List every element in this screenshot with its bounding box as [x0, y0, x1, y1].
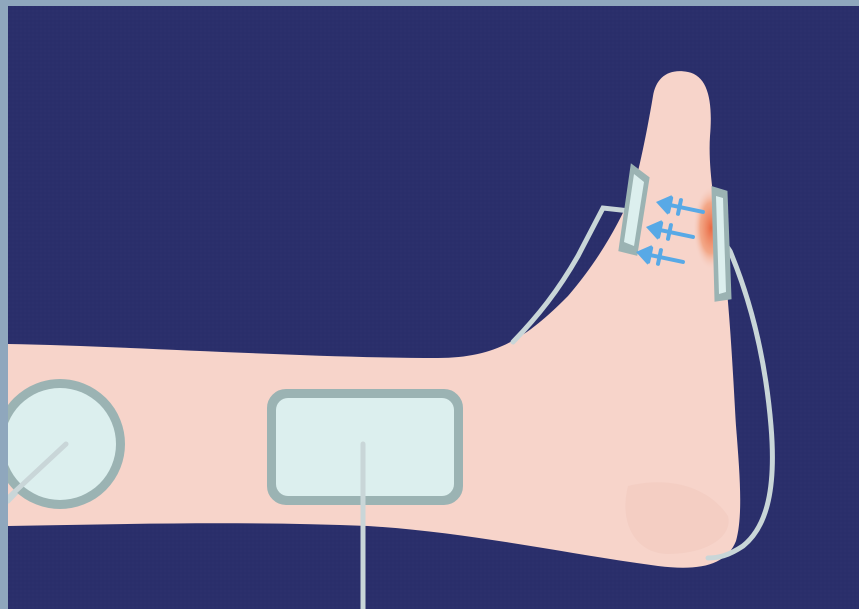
toe-electrode-pad-bottom	[713, 188, 730, 300]
illustration-panel	[8, 6, 859, 609]
tens-foot-illustration	[8, 6, 859, 609]
round-electrode-pad	[8, 382, 122, 506]
